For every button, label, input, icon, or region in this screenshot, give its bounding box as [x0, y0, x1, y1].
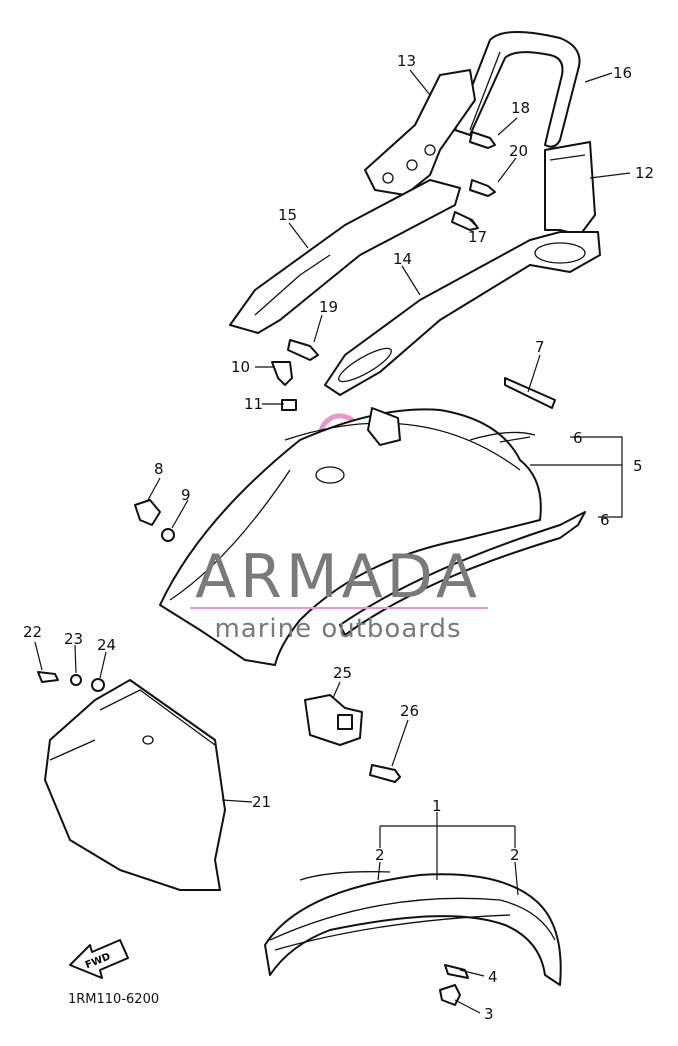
rear-fender-5 [159, 407, 542, 666]
label-9: 9 [181, 486, 191, 504]
label-11: 11 [244, 395, 263, 413]
label-12: 12 [635, 164, 654, 182]
fwd-arrow-icon: FWD [69, 939, 129, 979]
cap-24 [91, 678, 105, 692]
diagram-code: 1RM110-6200 [68, 992, 159, 1007]
bracket-13 [364, 69, 476, 196]
label-7: 7 [535, 338, 545, 356]
label-26: 26 [400, 702, 419, 720]
label-25: 25 [333, 664, 352, 682]
bolt-10 [271, 361, 293, 386]
emblem-7 [504, 377, 556, 409]
bolt-22 [37, 671, 59, 683]
leader-lines [34, 69, 631, 1014]
bolt-19 [287, 339, 319, 361]
bracket-25 [304, 694, 363, 746]
front-fender-1 [264, 871, 562, 986]
fender-strip-6 [339, 431, 586, 636]
label-5: 5 [633, 457, 643, 475]
label-15: 15 [278, 206, 297, 224]
label-6b: 6 [600, 511, 610, 529]
nut-11 [281, 399, 297, 411]
bolt-20 [469, 179, 496, 197]
label-20: 20 [509, 142, 528, 160]
label-2a: 2 [375, 846, 385, 864]
label-14: 14 [393, 250, 412, 268]
grab-rail-15 [229, 179, 461, 334]
label-6a: 6 [573, 429, 583, 447]
bolt-26 [369, 764, 401, 783]
label-23: 23 [64, 630, 83, 648]
label-4: 4 [488, 968, 498, 986]
label-24: 24 [97, 636, 116, 654]
label-16: 16 [613, 64, 632, 82]
label-19: 19 [319, 298, 338, 316]
watermark: ARMADA marine outboards [190, 542, 488, 644]
label-10: 10 [231, 358, 250, 376]
label-2b: 2 [510, 846, 520, 864]
grab-rail-14 [324, 231, 601, 396]
backrest-bar-16 [454, 30, 581, 148]
bolt-18 [469, 131, 496, 149]
part-labels: 13 16 18 20 12 15 17 14 19 10 11 7 6 5 6… [23, 52, 654, 1023]
washer-9 [161, 528, 175, 542]
watermark-brand: ARMADA [195, 542, 481, 612]
washer-23 [70, 674, 82, 686]
inner-fender-21 [44, 679, 226, 891]
label-3: 3 [484, 1005, 494, 1023]
label-21: 21 [252, 793, 271, 811]
label-8: 8 [154, 460, 164, 478]
label-22: 22 [23, 623, 42, 641]
watermark-tagline: marine outboards [214, 614, 461, 644]
label-13: 13 [397, 52, 416, 70]
bolt-8 [134, 499, 161, 526]
bracket-4 [444, 964, 469, 979]
cover-12 [544, 141, 596, 236]
label-18: 18 [511, 99, 530, 117]
label-1: 1 [432, 797, 442, 815]
label-17: 17 [468, 228, 487, 246]
bolt-3 [439, 984, 461, 1006]
